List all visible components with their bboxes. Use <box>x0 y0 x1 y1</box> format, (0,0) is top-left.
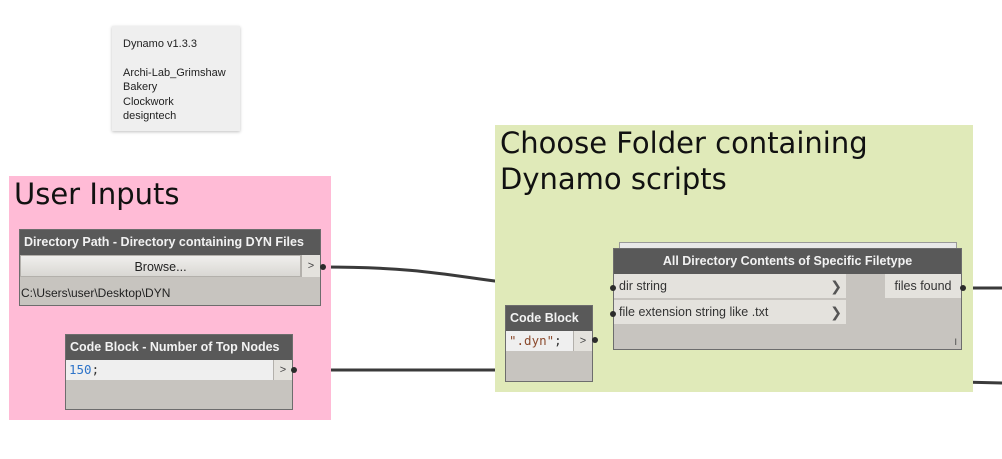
port-dot-files-found-out <box>960 285 966 291</box>
port-dot-directory-out <box>320 264 326 270</box>
note-package-2: Bakery <box>123 81 158 93</box>
note-package-1: Archi-Lab_Grimshaw <box>123 66 226 79</box>
group-title-choose-folder: Choose Folder containing Dynamo scripts <box>500 126 868 196</box>
info-note[interactable]: Dynamo v1.3.3 Archi-Lab_Grimshaw Bakery … <box>112 26 240 131</box>
all-directory-contents-title: All Directory Contents of Specific Filet… <box>614 249 961 274</box>
code-block-top-nodes-title: Code Block - Number of Top Nodes <box>66 335 292 360</box>
code-block-dyn-title: Code Block <box>506 306 592 331</box>
group-title-user-inputs: User Inputs <box>14 177 180 211</box>
input-port-dir-string[interactable]: dir string ❯ <box>614 274 846 298</box>
port-dot-dyn-out <box>592 337 598 343</box>
lacing-indicator: I <box>954 337 957 347</box>
code-editor-top-nodes[interactable]: 150; <box>66 360 273 380</box>
directory-path-value: C:\Users\user\Desktop\DYN <box>21 286 171 300</box>
port-dot-extension-in <box>610 311 616 317</box>
code-block-top-nodes[interactable]: Code Block - Number of Top Nodes 150; > <box>65 334 293 410</box>
input-label-dir-string: dir string <box>619 279 667 293</box>
code-string-literal: ".dyn" <box>509 333 555 348</box>
directory-path-node[interactable]: Directory Path - Directory containing DY… <box>19 229 321 306</box>
code-editor-dyn[interactable]: ".dyn"; <box>506 331 573 351</box>
chevron-right-icon: ❯ <box>830 278 842 294</box>
code-number-literal: 150 <box>69 362 92 377</box>
port-dot-top-nodes-out <box>291 367 297 373</box>
code-semicolon: ; <box>91 362 100 377</box>
port-dot-dir-string-in <box>610 285 616 291</box>
code-block-top-nodes-output-port[interactable]: > <box>273 360 292 380</box>
chevron-right-icon: ❯ <box>830 304 842 320</box>
input-port-file-extension[interactable]: file extension string like .txt ❯ <box>614 300 846 324</box>
code-block-dyn-output-port[interactable]: > <box>573 331 592 351</box>
note-package-4: designtech <box>123 110 177 122</box>
output-port-files-found[interactable]: files found <box>885 274 961 298</box>
note-version: Dynamo v1.3.3 <box>123 38 197 50</box>
code-block-dyn[interactable]: Code Block ".dyn"; > <box>505 305 593 382</box>
directory-path-output-port[interactable]: > <box>301 255 320 277</box>
code-semicolon: ; <box>554 333 562 348</box>
node-stack-shadow <box>619 242 957 248</box>
all-directory-contents-node[interactable]: All Directory Contents of Specific Filet… <box>613 248 962 350</box>
directory-path-node-title: Directory Path - Directory containing DY… <box>20 230 320 255</box>
browse-button[interactable]: Browse... <box>20 255 301 277</box>
note-package-3: Clockwork <box>123 95 174 108</box>
input-label-file-extension: file extension string like .txt <box>619 305 769 319</box>
